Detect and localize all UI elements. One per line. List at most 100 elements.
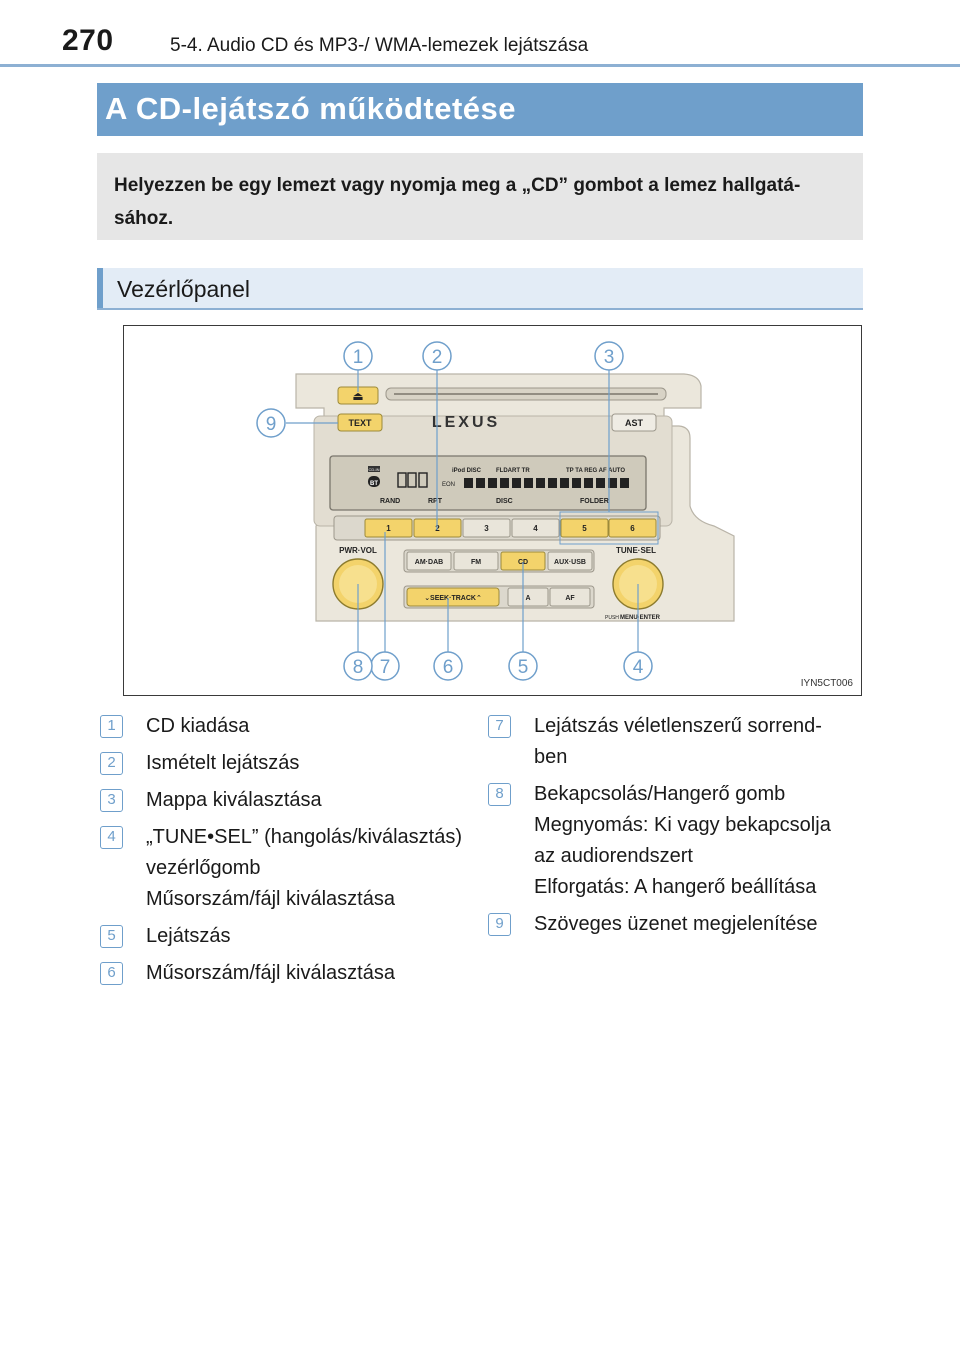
display-cd-in: CD-IN: [368, 467, 379, 472]
legend-number-badge: 8: [488, 783, 511, 806]
callout-number-6: 6: [443, 657, 454, 678]
legend-item-5: 5 Lejátszás: [100, 921, 480, 952]
legend-text-line: Lejátszás véletlenszerű sorrend-: [534, 715, 822, 737]
display-bt: BT: [370, 481, 378, 487]
pwr-vol-label: PWR·VOL: [339, 546, 377, 555]
chapter-title: 5-4. Audio CD és MP3-/ WMA-lemezek leját…: [170, 35, 589, 56]
callout-number-5: 5: [518, 657, 529, 678]
preset-label-3: 3: [484, 524, 489, 533]
figure-code: IYN5CT006: [800, 678, 853, 689]
seek-track-label: ⌄SEEK·TRACK⌃: [424, 594, 482, 602]
legend-number-badge: 9: [488, 913, 511, 936]
callout-circle-5: [508, 651, 538, 681]
subsection-title-bar: Vezérlőpanel: [97, 268, 863, 310]
intro-line-2: sához.: [114, 208, 174, 229]
display-rand: RAND: [380, 498, 400, 505]
preset-button-3: [462, 518, 511, 538]
brand-logo: LEXUS: [432, 414, 500, 431]
legend-text-line: Lejátszás: [146, 925, 231, 947]
callout-number-4: 4: [633, 657, 644, 678]
source-label-4: AUX·USB: [554, 559, 586, 566]
legend-item-6: 6 Műsorszám/fájl kiválasztása: [100, 958, 480, 989]
legend-text-line: „TUNE•SEL” (hangolás/kiválasztás): [146, 826, 462, 848]
display-eon: EON: [442, 482, 455, 488]
legend-text-line: Elforgatás: A hangerő beállítása: [534, 876, 817, 898]
ast-button: [611, 413, 657, 432]
legend-text-line: Megnyomás: Ki vagy bekapcsolja: [534, 814, 831, 836]
callout-circle-9: [256, 408, 286, 438]
display-disc: DISC: [496, 498, 513, 505]
source-button-4: [547, 551, 593, 571]
callout-circle-8: [343, 651, 373, 681]
intro-line-1: Helyezzen be egy lemezt vagy nyomja meg …: [114, 175, 801, 196]
display-rpt: RPT: [428, 498, 443, 505]
legend-text-line: az audiorendszert: [534, 845, 693, 867]
legend-item-9: 9 Szöveges üzenet megjelenítése: [488, 909, 868, 940]
legend-text-line: Ismételt lejátszás: [146, 752, 300, 774]
legend-number-badge: 3: [100, 789, 123, 812]
callout-number-2: 2: [432, 347, 443, 368]
callout-number-8: 8: [353, 657, 364, 678]
legend-text-line: Szöveges üzenet megjelenítése: [534, 913, 818, 935]
menu-enter-label: MENU·ENTER: [620, 615, 661, 621]
callout-circle-6: [433, 651, 463, 681]
tune-sel-label: TUNE·SEL: [616, 546, 656, 555]
legend-text-line: vezérlőgomb: [146, 857, 261, 879]
legend-number-badge: 6: [100, 962, 123, 985]
page-header: 270 5-4. Audio CD és MP3-/ WMA-lemezek l…: [0, 0, 960, 67]
preset-label-4: 4: [533, 524, 538, 533]
source-label-1: AM·DAB: [415, 559, 443, 566]
control-panel-figure: ⏏ TEXT LEXUS AST CD-IN iPod DISC FLDART …: [123, 325, 862, 696]
callout-circle-2: [422, 341, 452, 371]
preset-button-6: [608, 518, 657, 538]
preset-button-4: [511, 518, 560, 538]
legend-number-badge: 7: [488, 715, 511, 738]
legend-number-badge: 1: [100, 715, 123, 738]
ast-button-label: AST: [625, 418, 644, 428]
display-folder: FOLDER: [580, 498, 609, 505]
seek-track-button: [406, 587, 500, 607]
section-title-bar: A CD-lejátszó működtetése: [97, 83, 863, 136]
preset-button-1: [364, 518, 413, 538]
af-button-label: AF: [565, 595, 575, 602]
eject-symbol: ⏏: [352, 389, 363, 403]
control-panel-illustration: ⏏ TEXT LEXUS AST CD-IN iPod DISC FLDART …: [256, 341, 735, 681]
legend-text-line: Műsorszám/fájl kiválasztása: [146, 888, 395, 910]
legend-item-3: 3 Mappa kiválasztása: [100, 785, 480, 816]
legend-text-line: Műsorszám/fájl kiválasztása: [146, 962, 395, 984]
callout-circle-3: [594, 341, 624, 371]
legend-text-line: Mappa kiválasztása: [146, 789, 322, 811]
preset-label-6: 6: [630, 524, 635, 533]
preset-label-2: 2: [435, 524, 440, 533]
legend-number-badge: 2: [100, 752, 123, 775]
preset-label-1: 1: [386, 524, 391, 533]
display-tp-ta: TP TA REG AF AUTO: [566, 468, 625, 474]
push-label: PUSH: [605, 615, 619, 621]
source-button-2: [453, 551, 499, 571]
text-button-label: TEXT: [348, 418, 372, 428]
callout-number-9: 9: [266, 414, 277, 435]
header-divider: [0, 64, 960, 67]
legend-number-badge: 5: [100, 925, 123, 948]
intro-box: Helyezzen be egy lemezt vagy nyomja meg …: [97, 153, 863, 240]
source-button-1: [406, 551, 452, 571]
callout-number-3: 3: [604, 347, 615, 368]
display-fldart-tr: FLDART TR: [496, 468, 530, 474]
a-button-label: A: [525, 595, 530, 602]
legend-text-line: Bekapcsolás/Hangerő gomb: [534, 783, 786, 805]
section-title: A CD-lejátszó működtetése: [105, 91, 516, 126]
page-number: 270: [62, 24, 114, 57]
legend-item-2: 2 Ismételt lejátszás: [100, 748, 480, 779]
legend-number-badge: 4: [100, 826, 123, 849]
callout-circle-4: [623, 651, 653, 681]
callout-number-1: 1: [353, 347, 364, 368]
display-ipod-disc: iPod DISC: [452, 468, 482, 474]
legend-item-4: 4 „TUNE•SEL” (hangolás/kiválasztás) vezérl…: [100, 822, 480, 915]
preset-label-5: 5: [582, 524, 587, 533]
callout-number-7: 7: [380, 657, 391, 678]
